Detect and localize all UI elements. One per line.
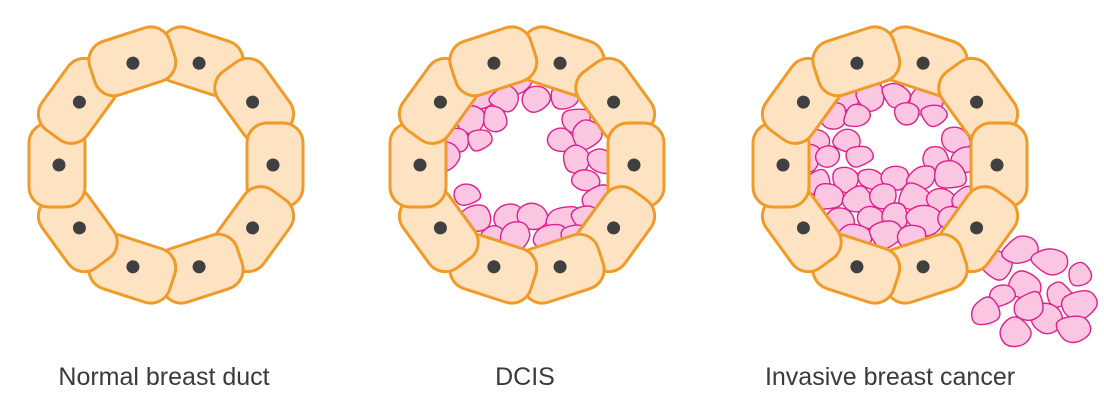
tumor-cell [1031, 249, 1068, 275]
panel-normal-duct: Normal breast duct [29, 22, 303, 391]
cell-nucleus [267, 159, 280, 172]
cell-nucleus [53, 159, 66, 172]
caption-invasive: Invasive breast cancer [765, 363, 1015, 391]
tumor-cell [846, 146, 873, 167]
tumor-cell [564, 145, 590, 173]
caption-normal-duct: Normal breast duct [58, 363, 269, 391]
tumor-cell [1069, 262, 1092, 285]
tumor-cell [895, 103, 919, 125]
caption-dcis: DCIS [495, 363, 555, 391]
duct-wall-invasive [753, 22, 1027, 309]
tumor-cell [1000, 317, 1031, 347]
panel-dcis: DCIS [390, 22, 664, 391]
tumor-cell [522, 86, 550, 112]
cell-nucleus [991, 159, 1004, 172]
tumor-cells-invasive [792, 83, 1097, 347]
tumor-cell [921, 105, 947, 126]
panel-invasive: Invasive breast cancer [753, 22, 1097, 391]
tumor-cell [816, 146, 840, 167]
duct-wall-dcis [390, 22, 664, 309]
epithelial-cell [84, 22, 181, 101]
tumor-cell [468, 130, 492, 151]
cell-nucleus [628, 159, 641, 172]
cell-nucleus [777, 159, 790, 172]
tumor-cell [1056, 316, 1090, 342]
duct-wall-normal [29, 22, 303, 309]
cell-nucleus [414, 159, 427, 172]
tumor-cell [454, 184, 481, 205]
